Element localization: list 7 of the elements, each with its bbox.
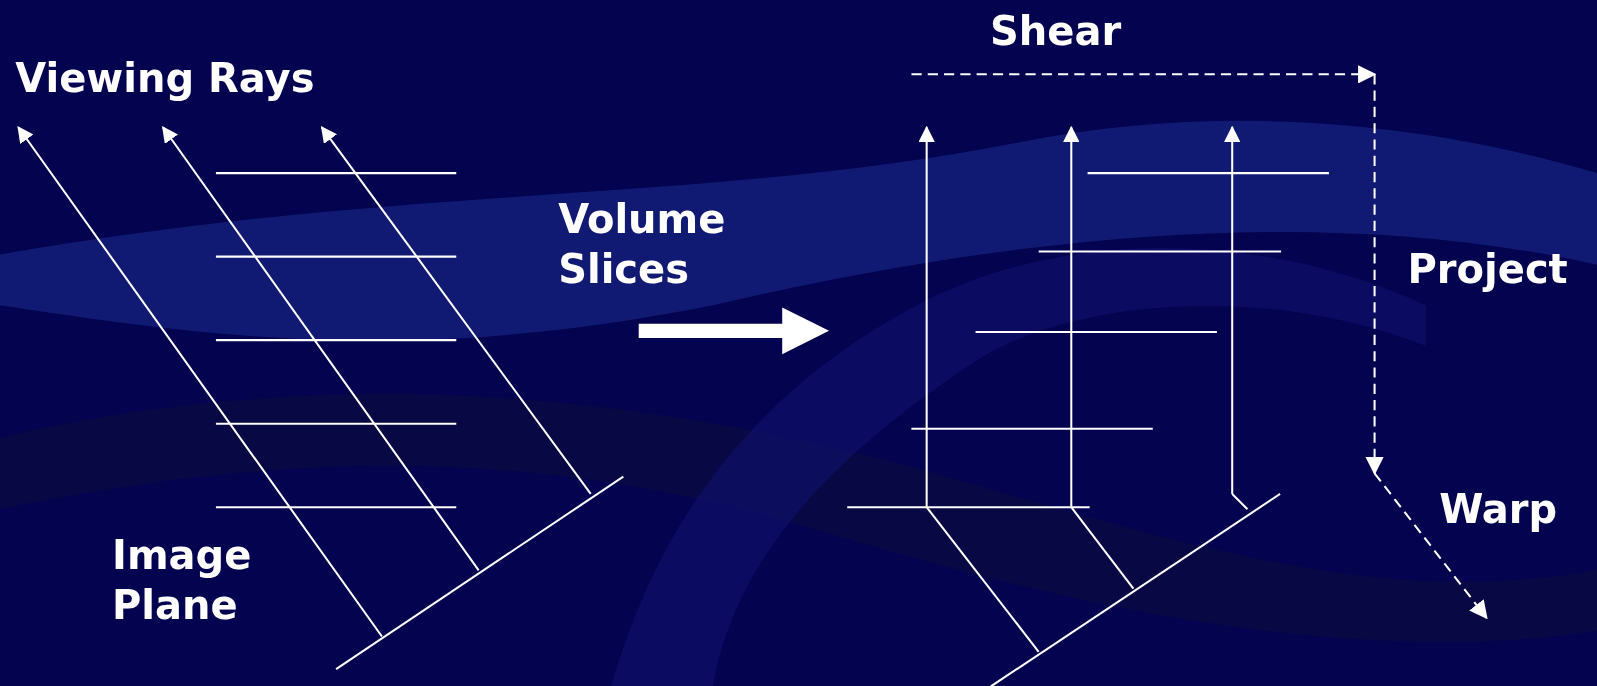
slices-label: Volume Slices xyxy=(558,194,727,294)
step-label: Project xyxy=(1407,245,1568,295)
step-label: Shear xyxy=(989,7,1122,57)
plane-label: Image Plane xyxy=(112,530,253,630)
arrow xyxy=(638,307,830,355)
axis-label: Viewing Rays xyxy=(15,53,315,103)
step-label: Warp xyxy=(1439,484,1558,534)
